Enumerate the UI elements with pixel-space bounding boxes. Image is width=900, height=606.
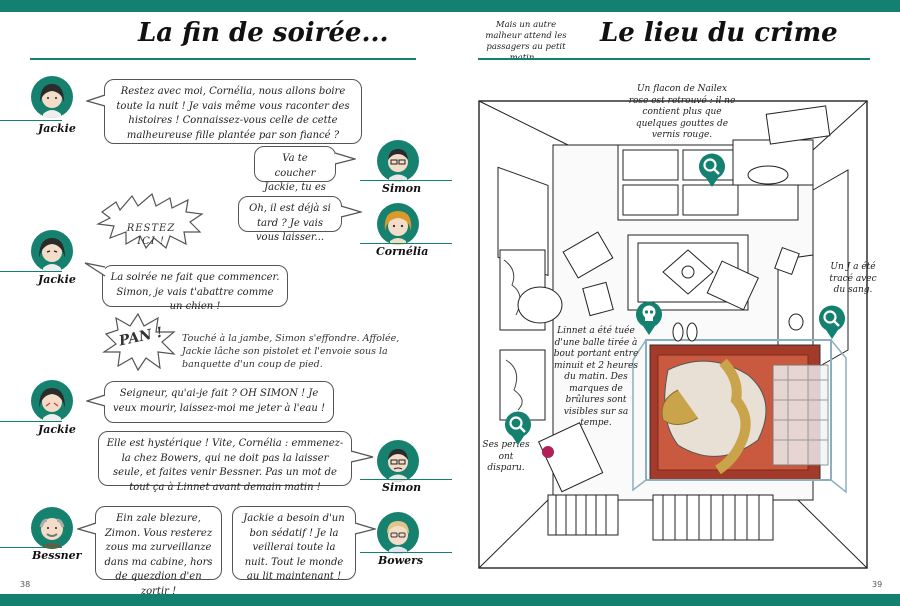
name-underline [360,552,452,553]
shout-text: RESTEZ ICI ! [126,223,176,247]
shout-burst [96,192,204,250]
bubble-tail [86,94,106,107]
bubble-tail [350,450,374,463]
bubble-simon-2: Elle est hystérique ! Vite, Cornélia : e… [98,431,352,493]
avatar-jackie [31,380,73,422]
avatar-jackie [31,230,73,272]
bubble-bowers: Jackie a besoin d'un bon sédatif ! Je la… [232,506,356,582]
bubble-tail [340,205,362,218]
name-underline [360,243,452,244]
left-title-rule [30,58,416,60]
avatar-cornelia [377,203,419,245]
page-number-right: 39 [872,580,883,589]
bubble-jackie-3: Seigneur, qu'ai-je fait ? OH SIMON ! Je … [104,381,334,423]
bubble-cornelia: Oh, il est déjà si tard ? Je vais vous l… [238,196,342,243]
left-page-title: La fin de soirée... [138,18,389,48]
name-underline [360,180,452,181]
avatar-simon [377,440,419,482]
page-number-left: 38 [20,580,31,589]
name-underline [360,479,452,480]
top-band [0,0,900,12]
name-simon: Simon [382,182,422,195]
avatar-bessner [31,507,73,549]
avatar-jackie [31,76,73,118]
bubble-tail [77,522,97,535]
skull-icon[interactable] [634,300,664,336]
bubble-tail [354,522,376,535]
bubble-tail [86,394,106,407]
name-jackie: Jackie [38,122,76,135]
bubble-tail [84,262,106,277]
name-underline [0,271,62,272]
bubble-simon-1: Va te coucher Jackie, tu es ivre. [254,146,336,208]
bubble-bessner: Ein zale blezure, Zimon. Vous resterez z… [95,506,222,597]
name-underline [0,547,62,548]
name-jackie: Jackie [38,273,76,286]
name-cornelia: Cornélia [376,245,429,258]
name-bessner: Bessner [32,549,82,562]
right-title-rule [478,58,870,60]
avatar-bowers [377,512,419,554]
bottom-band [0,594,900,606]
crime-scene-drawing [478,100,868,569]
narration: Touché à la jambe, Simon s'effondre. Aff… [182,333,400,370]
right-page-title: Le lieu du crime [600,18,838,48]
caption-j-sang: Un J a été tracé avec du sang. [829,262,877,295]
bubble-jackie-2: La soirée ne fait que commencer. Simon, … [102,265,288,312]
magnifier-icon[interactable] [817,304,847,340]
magnifier-icon[interactable] [503,410,533,446]
name-simon: Simon [382,481,422,494]
name-underline [0,421,62,422]
bubble-tail [334,152,356,165]
avatar-simon [377,140,419,182]
bang-burst [102,312,176,372]
name-underline [0,120,62,121]
caption-linnet: Linnet a été tuée d'une balle tirée à bo… [553,326,639,428]
magnifier-icon[interactable] [697,152,727,188]
caption-flacon: Un flacon de Nailex rose est retrouvé : … [628,84,736,140]
bubble-jackie-1: Restez avec moi, Cornélia, nous allons b… [104,79,362,144]
caption-perles: Ses perles ont disparu. [482,440,530,473]
name-bowers: Bowers [378,554,424,567]
name-jackie: Jackie [38,423,76,436]
